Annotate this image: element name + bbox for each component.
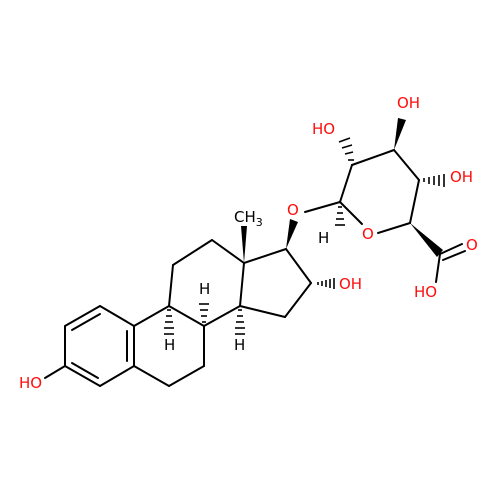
phenol-bond — [44, 365, 66, 379]
c9-h-label: H — [164, 336, 175, 354]
sugar-c3-oh-wedge — [394, 118, 406, 150]
c17-o-wedge — [286, 219, 298, 249]
ring-d — [239, 248, 312, 318]
carboxyl-double-bond-1 — [439, 243, 463, 255]
c16-oh-label: OH — [339, 275, 362, 293]
sugar-c4-oh-hash — [423, 174, 445, 187]
carbonyl-o-label: O — [466, 236, 478, 254]
c14-h-hash — [235, 309, 245, 335]
methyl-wedge — [241, 226, 247, 263]
sugar-ring — [304, 149, 420, 234]
c14-h-label: H — [234, 336, 245, 354]
sugar-oh-label-right: OH — [450, 168, 473, 186]
c16-oh-hash — [317, 278, 335, 289]
sugar-oh-label-top-right: OH — [397, 94, 420, 112]
carboxyl-double-bond-2 — [442, 250, 466, 261]
ring-o-label: O — [362, 225, 374, 243]
ring-c — [168, 239, 245, 327]
ring-a-aromatic — [64, 305, 135, 387]
glycosidic-o-label: O — [287, 201, 299, 219]
anomeric-h-hash — [335, 206, 345, 226]
anomeric-h-label: H — [318, 229, 329, 247]
sugar-c2-oh-hash — [338, 137, 354, 161]
carboxyl-single-bond — [435, 253, 441, 283]
c9-h-hash — [164, 309, 174, 335]
sugar-ho-label-top-left: HO — [312, 120, 335, 138]
phenol-oh-label: HO — [19, 374, 42, 392]
methyl-label: CH3 — [234, 208, 263, 229]
sugar-c5-cooh-wedge — [410, 223, 443, 257]
c8-h-hash — [199, 303, 209, 323]
ring-b — [133, 305, 205, 387]
c8-h-label: H — [199, 280, 210, 298]
carboxyl-ho-label: HO — [414, 283, 437, 301]
